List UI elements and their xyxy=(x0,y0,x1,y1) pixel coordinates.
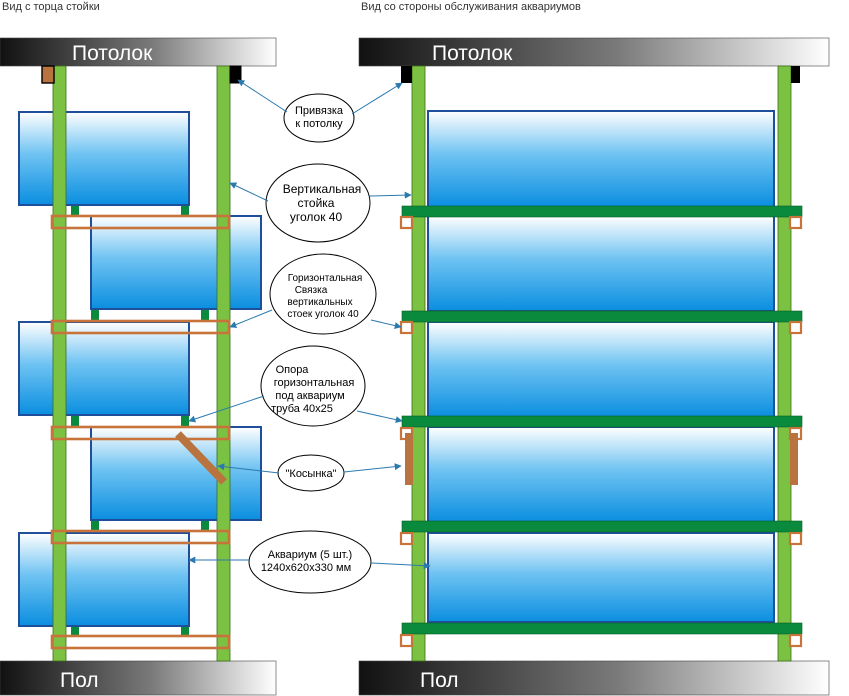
ceiling-band-left: Потолок xyxy=(0,37,277,67)
svg-text:к потолку: к потолку xyxy=(295,118,343,130)
right-tie-ends xyxy=(399,215,803,648)
svg-text:под аквариум: под аквариум xyxy=(275,390,344,402)
aquarium xyxy=(90,215,262,310)
svg-text:Связка: Связка xyxy=(295,285,328,296)
svg-text:1240х620х330 мм: 1240х620х330 мм xyxy=(261,562,351,574)
vertical-post xyxy=(777,65,792,662)
svg-text:уголок 40: уголок 40 xyxy=(290,210,343,224)
aquarium xyxy=(18,532,190,627)
gusset xyxy=(790,433,798,485)
ceiling-mount-bracket xyxy=(401,66,412,83)
gusset xyxy=(405,433,413,485)
label-aquarium: Аквариум (5 шт.) 1240х620х330 мм xyxy=(248,530,372,594)
aquarium xyxy=(18,321,190,416)
floor-band-left: Пол xyxy=(0,660,277,696)
pointer-lines xyxy=(188,79,431,570)
aquarium xyxy=(427,110,775,208)
label-horizontal-tie: Горизонтальная Связка вертикальных стоек… xyxy=(269,253,377,335)
right-aquariums xyxy=(427,110,775,623)
floor-label-right: Пол xyxy=(420,669,459,692)
floor-band-right: Пол xyxy=(358,660,830,696)
right-view-caption: Вид со стороны обслуживания аквариумов xyxy=(361,1,581,13)
label-gusset: "Косынка" xyxy=(277,454,345,492)
aquarium xyxy=(427,215,775,312)
left-support-blocks xyxy=(71,206,209,637)
label-support: Опора горизонтальная под аквариум труба … xyxy=(260,345,366,427)
svg-text:Аквариум (5 шт.): Аквариум (5 шт.) xyxy=(268,549,352,561)
right-support-bars xyxy=(401,205,803,635)
vertical-post xyxy=(216,65,231,662)
aquarium xyxy=(427,426,775,523)
svg-text:стойка: стойка xyxy=(298,196,335,210)
ceiling-band-right: Потолок xyxy=(358,37,830,67)
svg-text:труба 40х25: труба 40х25 xyxy=(271,403,333,415)
gusset xyxy=(175,431,227,485)
left-view-caption: Вид с торца стойки xyxy=(2,1,100,13)
svg-text:"Косынка": "Косынка" xyxy=(286,468,337,480)
svg-text:Привязка: Привязка xyxy=(295,105,344,117)
svg-text:горизонтальная: горизонтальная xyxy=(274,377,355,389)
svg-text:Горизонтальная: Горизонтальная xyxy=(288,273,363,284)
left-horizontal-ties xyxy=(50,214,231,650)
aquarium xyxy=(18,111,190,206)
svg-text:стоек уголок 40: стоек уголок 40 xyxy=(287,309,359,320)
aquarium xyxy=(427,321,775,418)
ceiling-mount-bracket xyxy=(791,66,800,83)
vertical-post xyxy=(52,65,67,662)
svg-text:вертикальных: вертикальных xyxy=(287,297,352,308)
floor-label-left: Пол xyxy=(60,669,99,692)
ceiling-label-left: Потолок xyxy=(72,42,153,65)
label-vertical-post: Вертикальная стойка уголок 40 xyxy=(265,163,371,243)
ceiling-label-right: Потолок xyxy=(432,42,513,65)
ceiling-mount-bracket xyxy=(41,65,55,84)
ceiling-mount-bracket xyxy=(229,65,242,84)
left-aquariums xyxy=(18,111,262,627)
label-ceiling-mount: Привязка к потолку xyxy=(283,93,355,143)
vertical-post xyxy=(411,65,426,662)
aquarium xyxy=(427,532,775,623)
svg-text:Вертикальная: Вертикальная xyxy=(283,182,362,196)
aquarium xyxy=(90,426,262,521)
svg-text:Опора: Опора xyxy=(276,364,310,376)
